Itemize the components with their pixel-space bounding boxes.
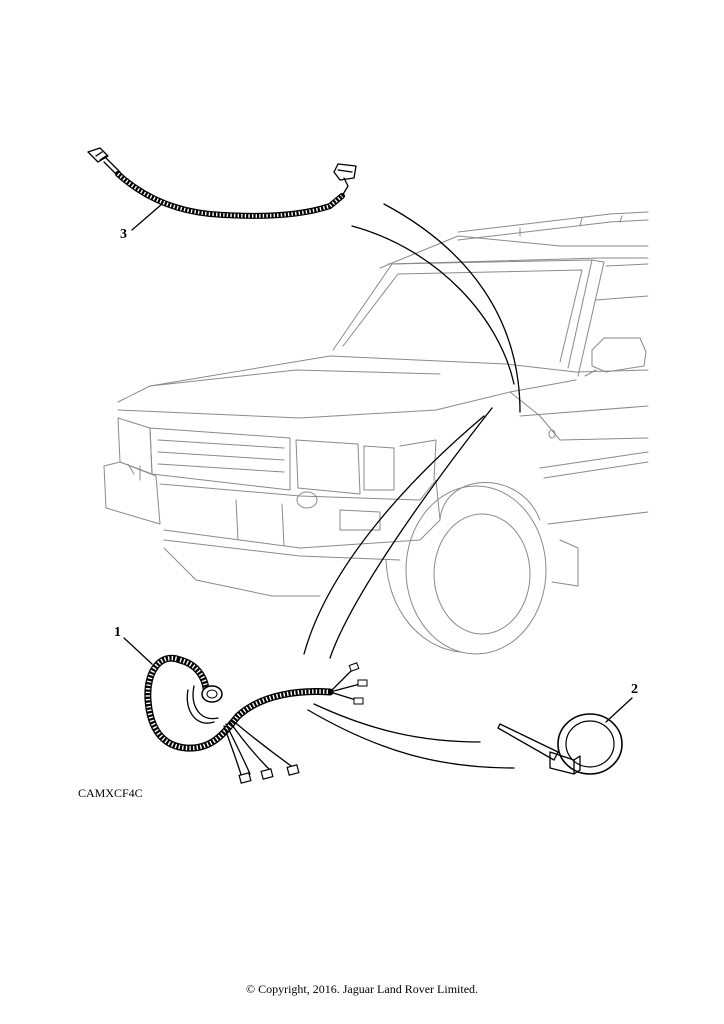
callout-part-1: 1: [114, 625, 121, 640]
locator-sweep-lines: [303, 203, 521, 769]
part-1-harness: [123, 637, 368, 784]
part-3-harness: [87, 147, 357, 231]
vehicle-illustration: [103, 211, 649, 655]
callout-part-2: 2: [631, 682, 638, 697]
part-2-cable-tie: [497, 697, 633, 775]
callout-part-3: 3: [120, 227, 127, 242]
illustration-reference-code: CAMXCF4C: [78, 786, 143, 800]
copyright-footer: © Copyright, 2016. Jaguar Land Rover Lim…: [245, 982, 479, 996]
